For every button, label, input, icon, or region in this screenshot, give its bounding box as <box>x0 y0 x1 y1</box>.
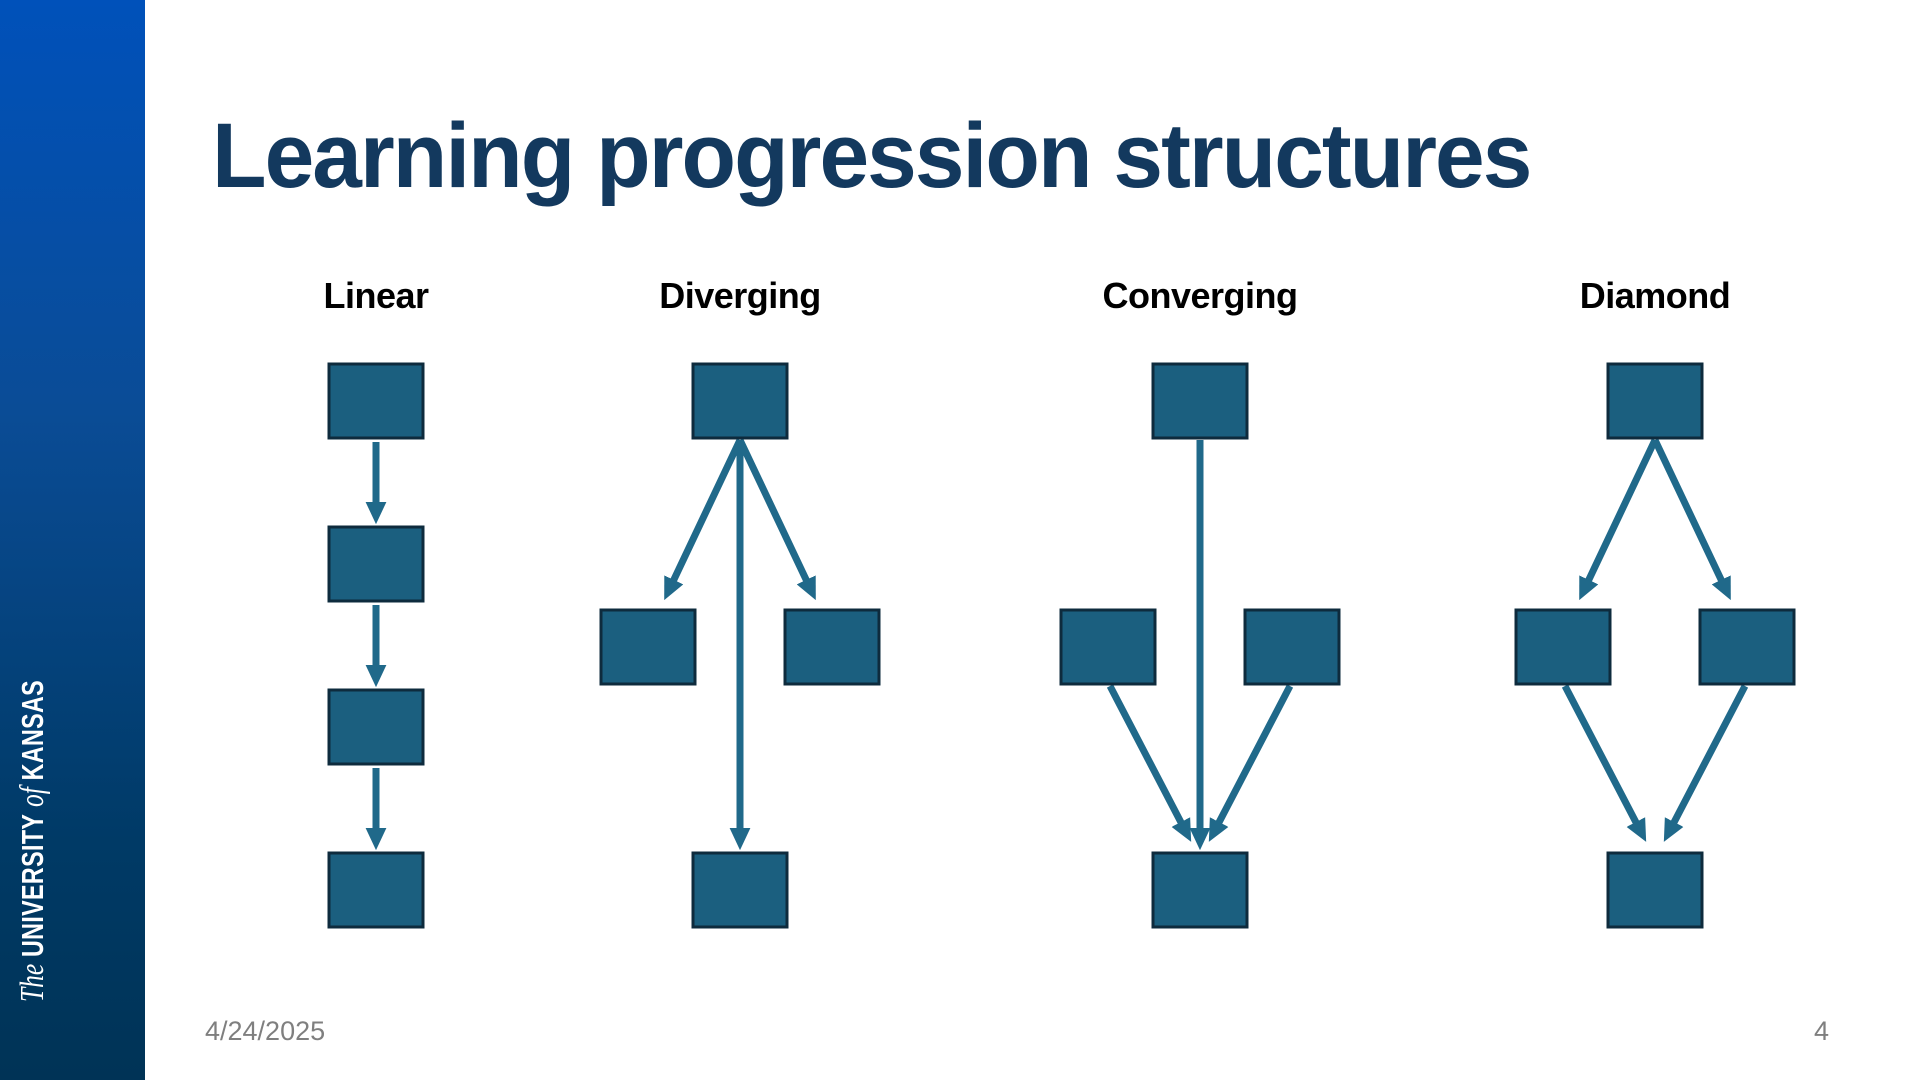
node-box <box>1606 362 1704 440</box>
diagram-diverging-canvas <box>599 362 881 929</box>
arrow-connector <box>1579 438 1659 601</box>
node-box <box>327 851 425 929</box>
node-box <box>599 608 697 686</box>
logo-word-kansas: KANSAS <box>15 679 50 781</box>
logo-word-university: UNIVERSITY <box>15 813 50 957</box>
arrow-connector <box>1208 684 1294 842</box>
arrow-connector <box>1663 684 1749 842</box>
node-box <box>1514 608 1612 686</box>
diagram-linear: Linear <box>206 275 546 945</box>
slide-title: Learning progression structures <box>212 105 1532 207</box>
diagram-converging-canvas <box>1059 362 1341 929</box>
diagram-label-diverging: Diverging <box>659 275 821 316</box>
node-box <box>691 851 789 929</box>
diagram-label-linear: Linear <box>323 275 429 316</box>
node-box <box>327 362 425 440</box>
node-box <box>327 688 425 766</box>
logo-word-the: The <box>14 963 51 1002</box>
diagram-label-diamond: Diamond <box>1579 275 1731 316</box>
node-box <box>1151 362 1249 440</box>
university-of-kansas-logo: The UNIVERSITY of KANSAS <box>14 679 51 1002</box>
logo-word-of: of <box>14 787 51 807</box>
diagram-diverging: Diverging <box>570 275 910 945</box>
node-box <box>1243 608 1341 686</box>
diagram-converging: Converging <box>1030 275 1370 945</box>
footer-page-number: 4 <box>1814 1016 1830 1046</box>
diagram-linear-canvas <box>327 362 425 929</box>
node-box <box>691 362 789 440</box>
node-box <box>783 608 881 686</box>
node-box <box>1606 851 1704 929</box>
diagram-label-converging: Converging <box>1102 275 1298 316</box>
arrow-connector <box>1106 684 1192 842</box>
node-box <box>327 525 425 603</box>
arrow-connector <box>1651 438 1731 601</box>
node-box <box>1151 851 1249 929</box>
footer-date: 4/24/2025 <box>205 1016 326 1046</box>
sidebar: The UNIVERSITY of KANSAS <box>0 0 145 1080</box>
node-box <box>1698 608 1796 686</box>
arrow-connector <box>1561 684 1647 842</box>
arrow-connector <box>664 438 744 601</box>
diagram-diamond-canvas <box>1514 362 1796 929</box>
diagram-diamond: Diamond <box>1485 275 1825 945</box>
arrow-connector <box>736 438 816 601</box>
node-box <box>1059 608 1157 686</box>
